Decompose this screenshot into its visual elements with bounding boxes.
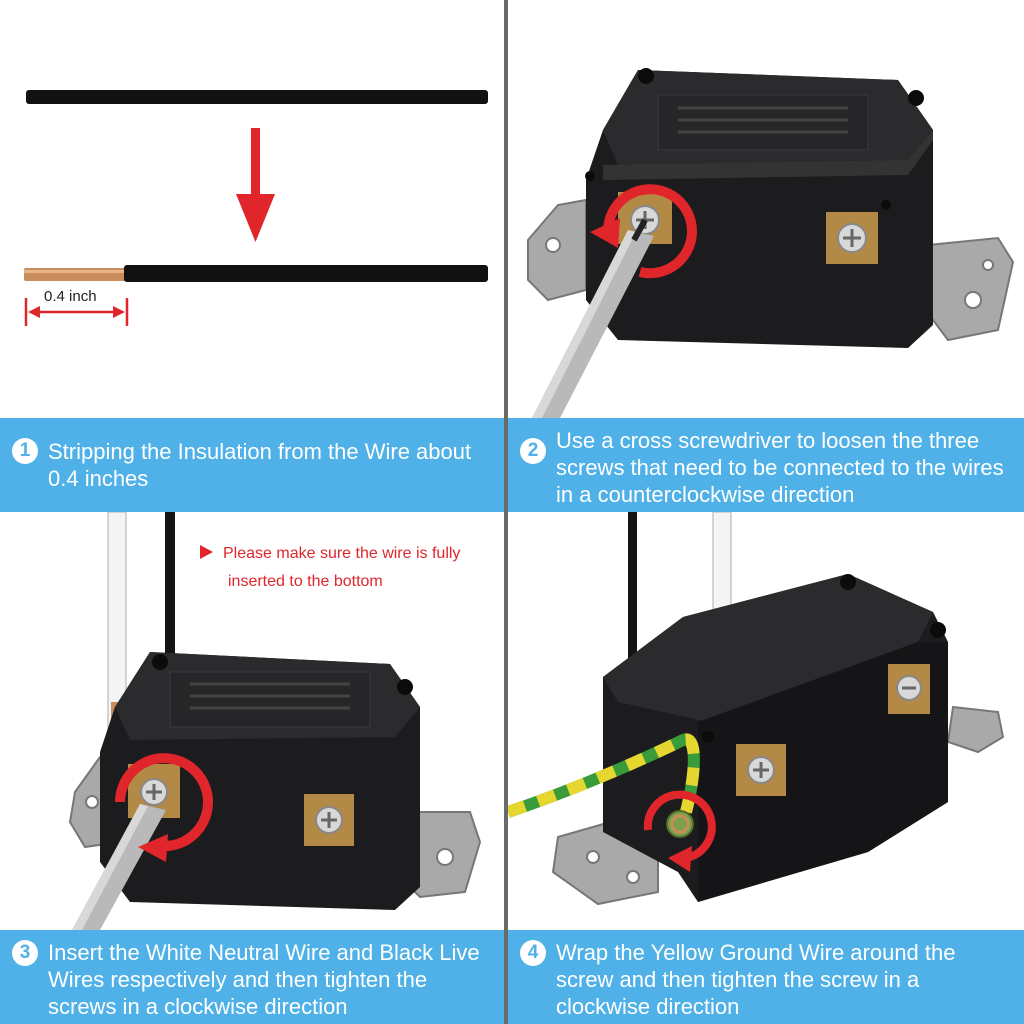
mounting-strap (527, 198, 1015, 342)
down-arrow-icon (236, 128, 275, 242)
step-caption-3: 3 Insert the White Neutral Wire and Blac… (0, 930, 504, 1024)
ground-wire (508, 733, 700, 818)
step-text: Wrap the Yellow Ground Wire around the s… (556, 940, 956, 1019)
load-terminal (826, 212, 878, 264)
step-number-badge: 4 (520, 940, 546, 966)
clockwise-arrow-icon (643, 790, 716, 872)
insertion-note: Please make sure the wire is fully inser… (200, 540, 460, 596)
note-line-1: Please make sure the wire is fully (223, 545, 461, 562)
dimension-label: 0.4 inch (44, 288, 97, 305)
bare-copper-conductor (24, 268, 128, 281)
step-number-badge: 1 (12, 438, 38, 464)
black-live-wire (628, 512, 637, 672)
panel-insert-wires: Please make sure the wire is fully inser… (0, 512, 504, 930)
note-line-2: inserted to the bottom (228, 573, 383, 590)
ground-wire-illustration (508, 512, 1005, 906)
step-number-badge: 2 (520, 438, 546, 464)
note-pointer-icon (200, 545, 213, 559)
loosen-screws-illustration (527, 68, 1015, 418)
load-terminal (888, 664, 930, 714)
screwdriver (532, 218, 654, 418)
ground-screw (666, 810, 694, 838)
insulated-wire (26, 90, 488, 104)
line-terminal (736, 744, 786, 796)
panel-divider (504, 0, 508, 1024)
receptacle-body (585, 68, 933, 348)
step-caption-2: 2 Use a cross screwdriver to loosen the … (508, 418, 1024, 512)
step-caption-1: 1 Stripping the Insulation from the Wire… (0, 418, 504, 512)
insert-wires-illustration (68, 512, 482, 930)
step-text: Use a cross screwdriver to loosen the th… (556, 428, 1004, 507)
stripped-wire-insulation (124, 265, 488, 282)
dimension-marker (24, 298, 129, 326)
receptacle-body (603, 574, 948, 902)
panel-loosen-screws (508, 0, 1024, 418)
panel-strip-wire: 0.4 inch (0, 0, 504, 418)
screwdriver (72, 804, 166, 930)
panel-ground-wire (508, 512, 1024, 930)
step-text: Stripping the Insulation from the Wire a… (48, 439, 472, 491)
clockwise-arrow-icon (115, 753, 213, 862)
black-live-wire (165, 512, 175, 692)
counterclockwise-arrow-icon (590, 184, 697, 279)
step-text: Insert the White Neutral Wire and Black … (48, 940, 480, 1019)
step-number-badge: 3 (12, 940, 38, 966)
load-terminal (304, 794, 354, 846)
strip-wire-illustration (24, 90, 488, 326)
step-caption-4: 4 Wrap the Yellow Ground Wire around the… (508, 930, 1024, 1024)
